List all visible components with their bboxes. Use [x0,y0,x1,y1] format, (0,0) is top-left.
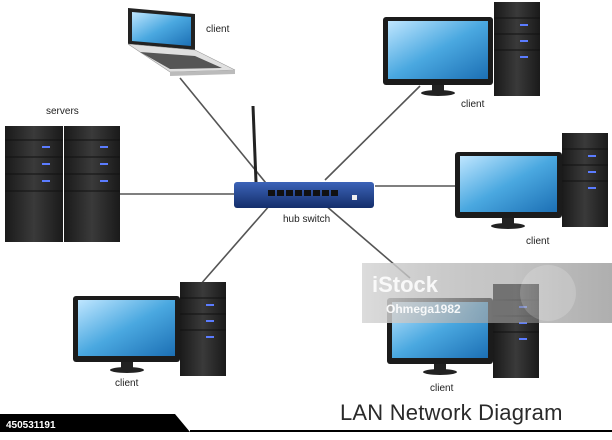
bottom-left-client-label: client [115,378,139,389]
watermark-band [362,263,612,323]
watermark-brand: iStock [372,272,439,297]
right-client-label: client [526,236,550,247]
hub-switch-label: hub switch [283,214,331,225]
watermark-credit: Ohmega1982 [386,302,461,316]
server-right [64,126,120,242]
laptop-client [127,8,236,76]
hub-switch [234,105,374,208]
servers-group [5,126,120,242]
laptop-client-label: client [206,24,230,35]
bottom-rule [190,430,612,432]
bottom-right-client-label: client [430,383,454,394]
cable-bottom-left [199,204,271,286]
servers-label: servers [46,106,79,117]
client-right [455,133,608,229]
top-right-client-label: client [461,99,485,110]
stock-id-bar [0,414,190,432]
stock-id: 450531191 [6,420,56,431]
cables [120,77,455,286]
diagram-title: LAN Network Diagram [340,400,563,425]
server-left [5,126,63,242]
client-bottom-left [73,282,226,376]
cable-top-right [324,85,421,181]
client-top-right [383,2,540,96]
